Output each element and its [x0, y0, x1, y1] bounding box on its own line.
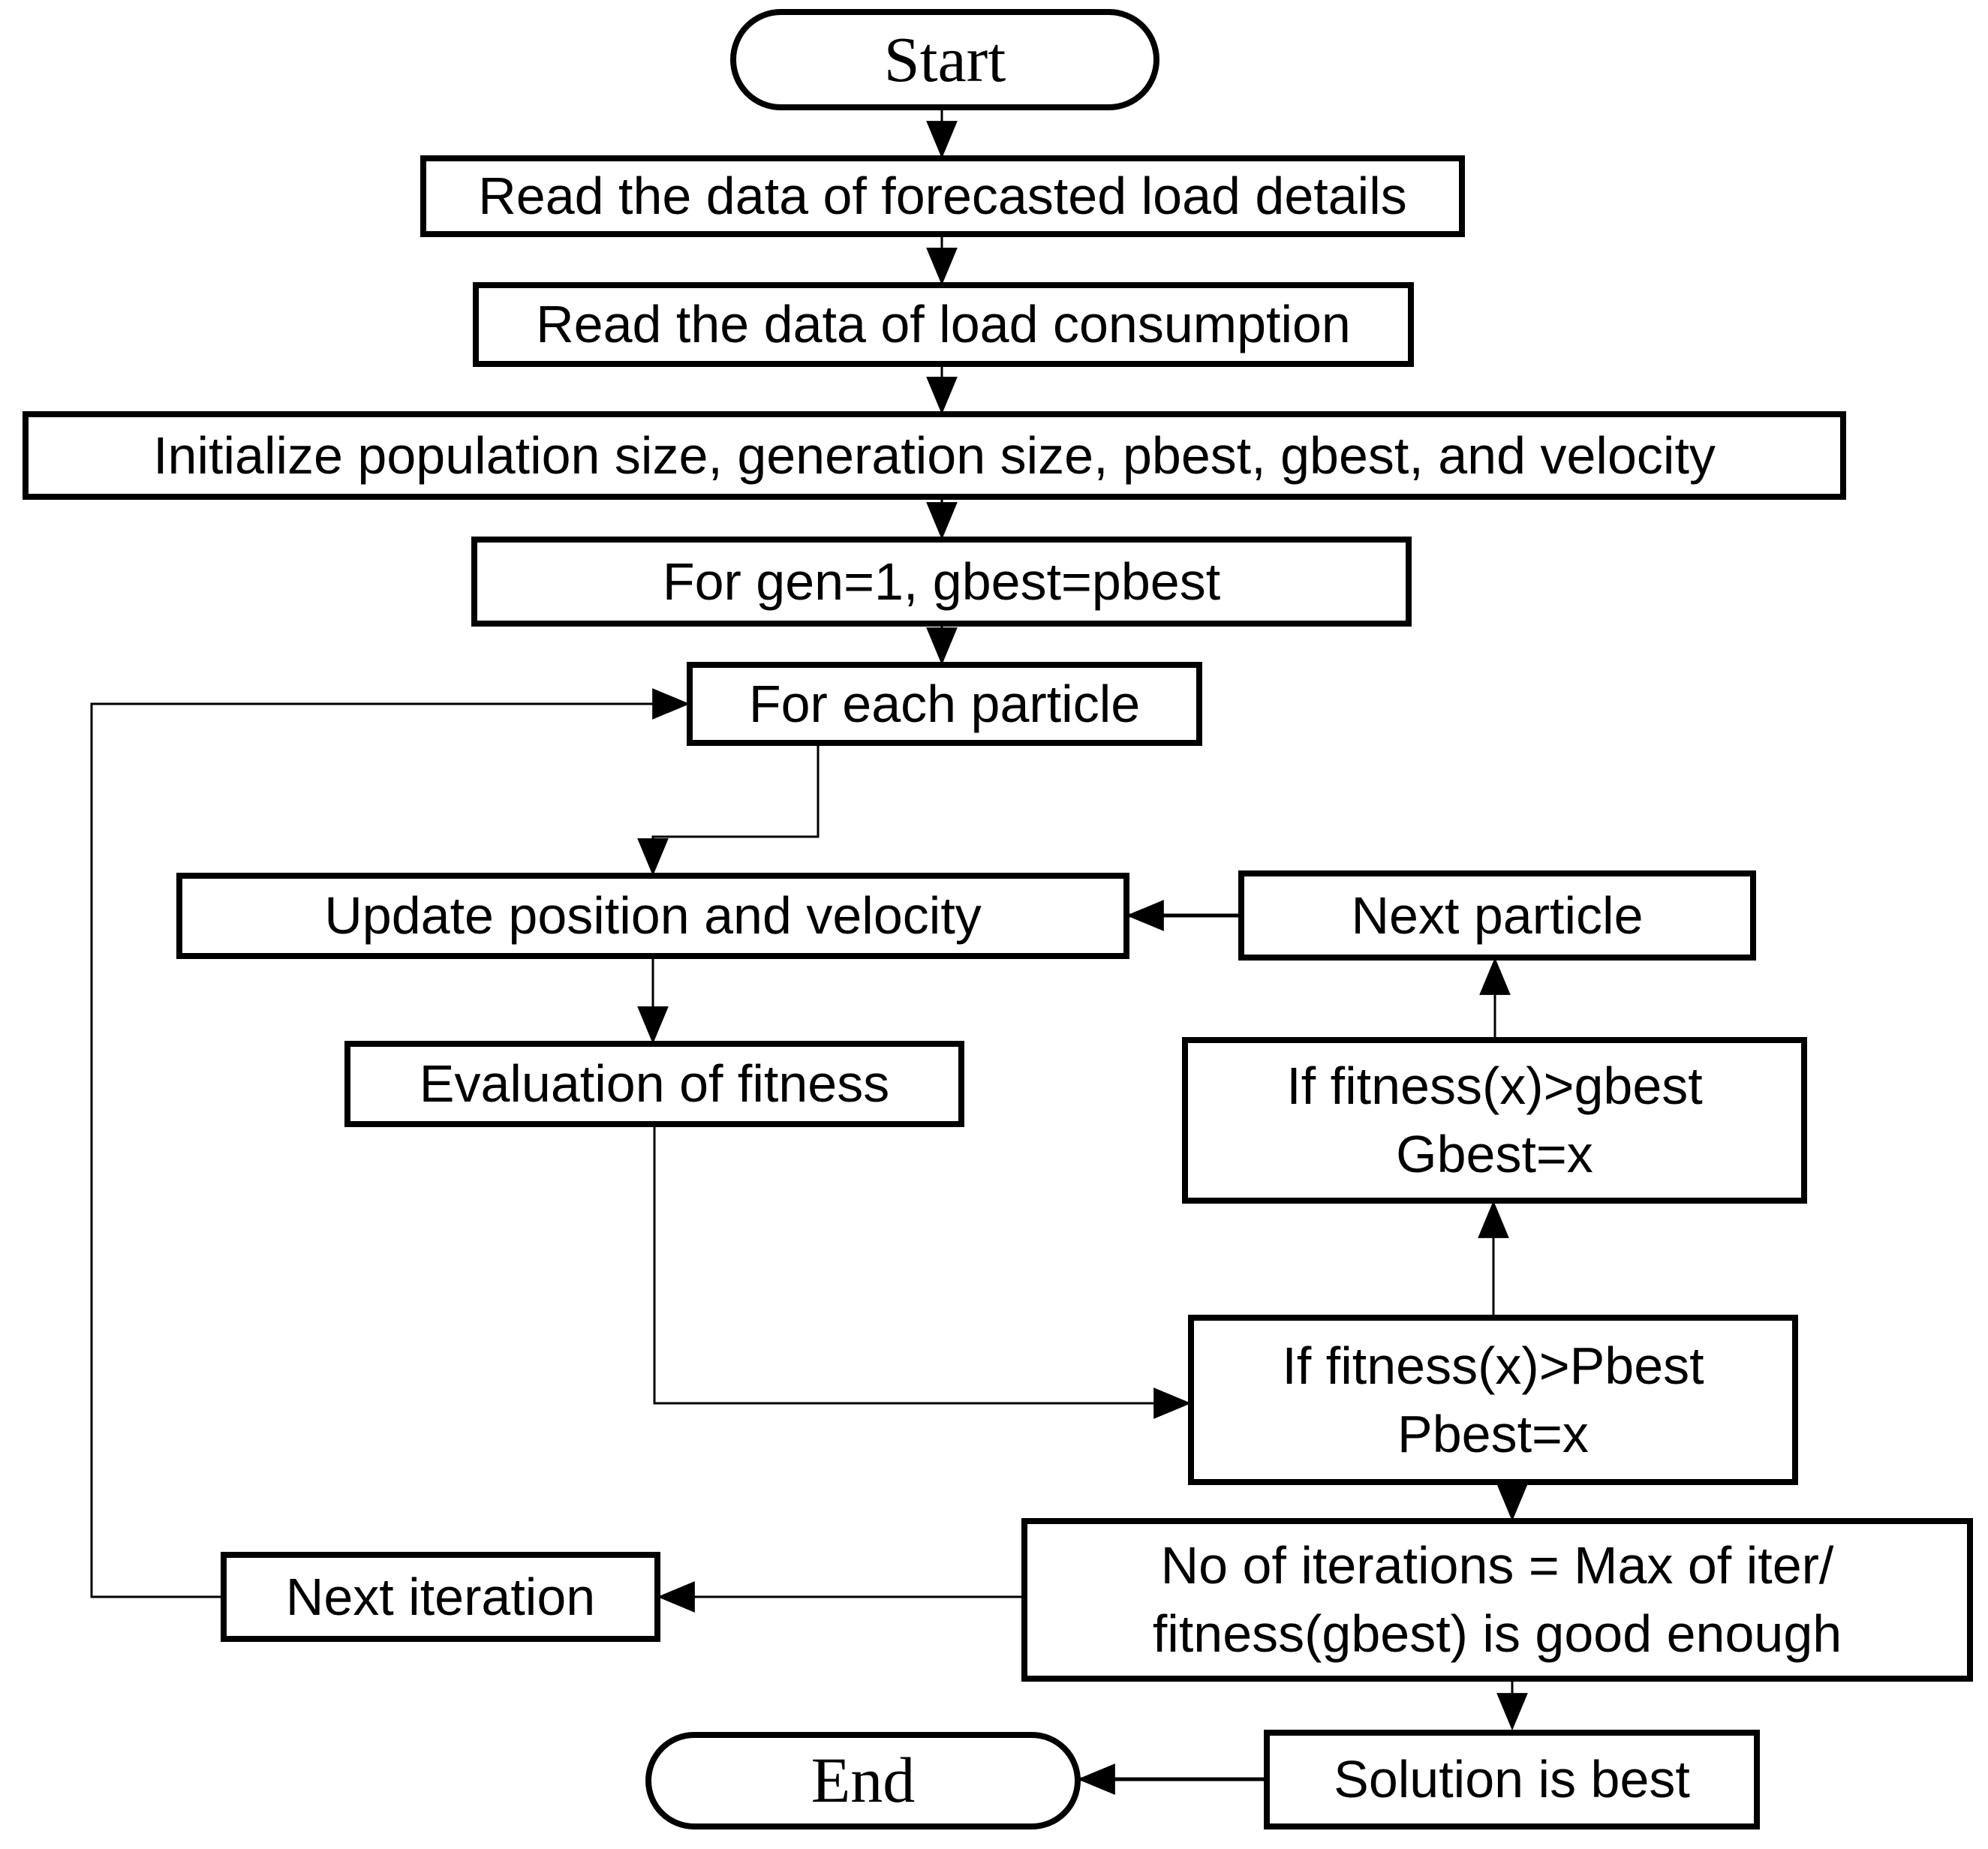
node-next-iteration: Next iteration	[221, 1552, 660, 1642]
node-read-forecast: Read the data of forecasted load details	[420, 155, 1465, 237]
node-for-gen: For gen=1, gbest=pbest	[471, 537, 1412, 627]
connector-eval-to-pbest	[653, 1127, 1192, 1419]
node-next-particle-label: Next particle	[1351, 885, 1644, 945]
node-initialize-label: Initialize population size, generation s…	[153, 425, 1716, 485]
connector-next-iter-to-for-each	[90, 688, 690, 1598]
node-no-of-iterations-label: No of iterations = Max of iter/ fitness(…	[1152, 1536, 1842, 1663]
node-if-fitness-pbest: If fitness(x)>Pbest Pbest=x	[1188, 1315, 1798, 1485]
node-for-gen-label: For gen=1, gbest=pbest	[662, 552, 1221, 611]
node-end: End	[645, 1732, 1081, 1829]
node-for-each-particle: For each particle	[687, 662, 1202, 746]
node-update-position-velocity: Update position and velocity	[176, 873, 1129, 959]
node-if-fitness-gbest-label: If fitness(x)>gbest Gbest=x	[1286, 1057, 1703, 1183]
node-if-fitness-pbest-label: If fitness(x)>Pbest Pbest=x	[1282, 1336, 1704, 1463]
node-read-consumption: Read the data of load consumption	[473, 282, 1414, 367]
node-read-forecast-label: Read the data of forecasted load details	[478, 167, 1407, 225]
node-solution-is-best: Solution is best	[1264, 1730, 1760, 1829]
node-evaluation-fitness-label: Evaluation of fitness	[419, 1054, 890, 1113]
node-next-particle: Next particle	[1238, 870, 1756, 961]
node-next-iteration-label: Next iteration	[285, 1567, 596, 1626]
node-if-fitness-gbest: If fitness(x)>gbest Gbest=x	[1182, 1037, 1807, 1204]
node-initialize: Initialize population size, generation s…	[23, 411, 1846, 500]
node-read-consumption-label: Read the data of load consumption	[536, 295, 1351, 353]
node-no-of-iterations: No of iterations = Max of iter/ fitness(…	[1021, 1518, 1973, 1682]
connector-for-each-to-update	[637, 746, 820, 876]
node-end-label: End	[811, 1744, 916, 1817]
node-start-label: Start	[883, 23, 1006, 95]
node-start: Start	[730, 9, 1159, 110]
node-evaluation-fitness: Evaluation of fitness	[344, 1041, 964, 1127]
node-solution-is-best-label: Solution is best	[1334, 1750, 1690, 1808]
node-update-position-velocity-label: Update position and velocity	[324, 886, 982, 945]
node-for-each-particle-label: For each particle	[748, 674, 1141, 733]
